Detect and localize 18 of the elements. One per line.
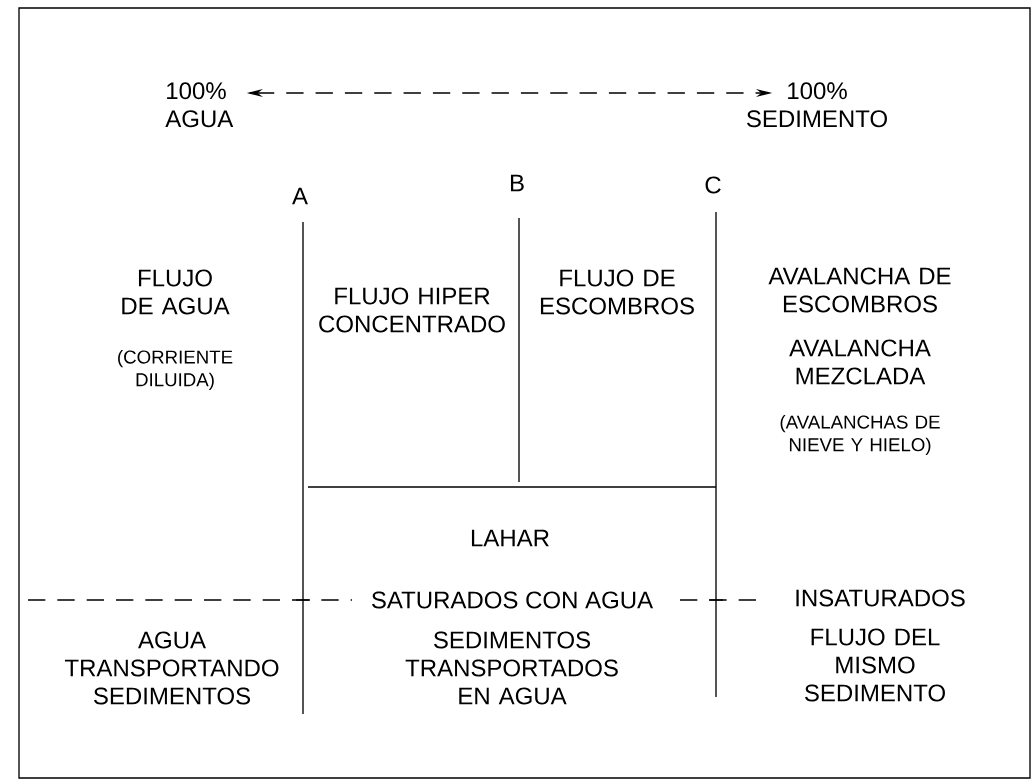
- region-label: FLUJO DE AGUA: [122, 269, 230, 315]
- region-label: AGUA TRANSPORTANDO SEDIMENTOS: [65, 631, 279, 705]
- column-letter: C: [705, 176, 721, 194]
- end-label: 100% SEDIMENTO: [746, 82, 887, 128]
- end-label: 100% AGUA: [165, 82, 234, 128]
- region-label: FLUJO DEL MISMO SEDIMENTO: [804, 628, 945, 702]
- region-label: FLUJO DE ESCOMBROS: [540, 269, 694, 315]
- region-label: FLUJO HIPER CONCENTRADO: [319, 287, 505, 333]
- region-label: INSATURADOS: [796, 589, 965, 607]
- column-letter: A: [292, 187, 308, 205]
- region-note: (CORRIENTE DILUIDA): [118, 349, 233, 391]
- region-label: AVALANCHA MEZCLADA: [789, 339, 931, 385]
- region-label: AVALANCHA DE ESCOMBROS: [768, 267, 951, 313]
- region-label: LAHAR: [471, 529, 549, 547]
- column-letter: B: [510, 174, 524, 192]
- region-label: SATURADOS CON AGUA: [371, 591, 654, 609]
- region-note: (AVALANCHAS DE NIEVE Y HIELO): [780, 414, 940, 456]
- region-label: SEDIMENTOS TRANSPORTADOS EN AGUA: [405, 631, 618, 705]
